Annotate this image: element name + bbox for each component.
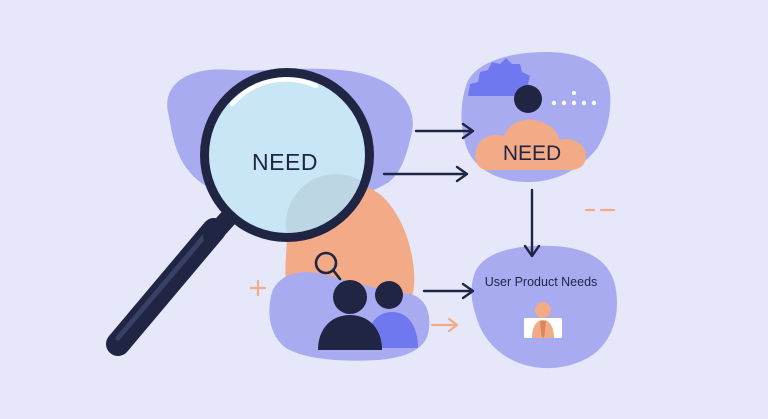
decor-plus-icon	[249, 279, 267, 297]
magnifier-icon: NEED	[106, 68, 374, 356]
dark-dot-icon	[514, 85, 542, 113]
people-icon	[318, 280, 418, 350]
arrow-cloud-to-target	[523, 188, 541, 258]
small-search-icon	[314, 251, 342, 281]
arrow-people-to-target	[422, 282, 475, 300]
arrow-small-orange	[430, 317, 459, 333]
need-cloud: NEED	[475, 119, 586, 170]
gear-icon	[468, 58, 534, 96]
arrow-lens-to-cloud-upper	[414, 122, 475, 140]
need-cloud-label: NEED	[503, 142, 561, 165]
arrow-lens-to-cloud-lower	[382, 165, 469, 183]
user-avatar-icon	[524, 302, 562, 338]
dotted-line	[551, 91, 597, 106]
target-label: User Product Needs	[485, 275, 598, 289]
lens-label: NEED	[252, 149, 318, 175]
